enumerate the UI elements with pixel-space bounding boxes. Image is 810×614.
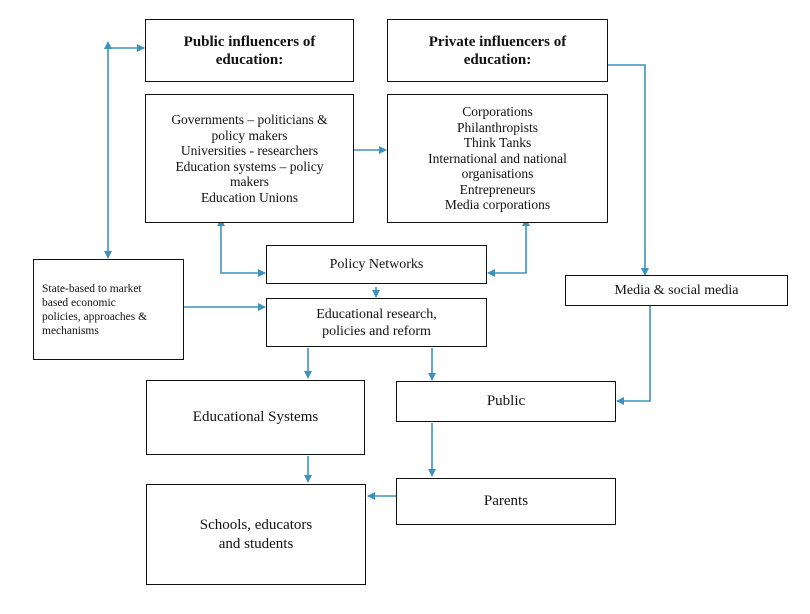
public-header-line: Public influencers of (183, 33, 316, 50)
schools-box: Schools, educators and students (146, 484, 366, 585)
educational-systems-box: Educational Systems (146, 380, 365, 455)
list-item: organisations (461, 166, 534, 182)
media-label: Media & social media (614, 283, 739, 298)
private-header-line: education: (463, 51, 532, 68)
list-item: Corporations (462, 104, 533, 120)
state-based-line: mechanisms (42, 324, 99, 337)
list-item: Governments – politicians & (171, 112, 328, 127)
public-label: Public (486, 393, 526, 409)
schools-line: Schools, educators (199, 516, 313, 533)
list-item: Media corporations (444, 197, 551, 213)
public-header-line: education: (215, 51, 284, 68)
private-header-line: Private influencers of (428, 33, 567, 50)
public-influencers-header: Public influencers of education: (145, 19, 354, 82)
list-item: Education Unions (200, 189, 299, 205)
state-based-line: policies, approaches & (42, 310, 148, 323)
private-influencers-list: Corporations Philanthropists Think Tanks… (387, 94, 608, 223)
list-item: International and national (428, 150, 567, 166)
educational-research-box: Educational research, policies and refor… (266, 298, 487, 347)
list-item: Education systems – policy (175, 158, 324, 174)
research-line: policies and reform (322, 323, 431, 339)
research-line: Educational research, (316, 306, 437, 322)
list-item: Philanthropists (456, 119, 538, 135)
state-based-box: State-based to market based economic pol… (33, 259, 184, 360)
policy-networks-box: Policy Networks (266, 245, 487, 284)
arrow-private-policy (487, 218, 530, 277)
media-box: Media & social media (565, 275, 788, 306)
parents-label: Parents (483, 493, 529, 509)
arrow-media-public (616, 306, 651, 405)
list-item: Entrepreneurs (459, 181, 536, 197)
state-based-line: State-based to market (42, 282, 142, 295)
list-item: Universities - researchers (180, 143, 319, 158)
list-item: Think Tanks (463, 135, 532, 151)
public-box: Public (396, 381, 616, 422)
parents-box: Parents (396, 478, 616, 525)
list-item: makers (230, 174, 269, 189)
arrow-public-policy (217, 218, 266, 277)
policy-networks-label: Policy Networks (329, 257, 424, 272)
state-based-line: based economic (42, 296, 116, 309)
educational-systems-label: Educational Systems (192, 409, 319, 425)
arrow-private-media (608, 64, 649, 276)
list-item: policy makers (211, 127, 288, 143)
private-influencers-header: Private influencers of education: (387, 19, 608, 82)
schools-line: and students (218, 535, 294, 552)
public-influencers-list: Governments – politicians & policy maker… (145, 94, 354, 223)
